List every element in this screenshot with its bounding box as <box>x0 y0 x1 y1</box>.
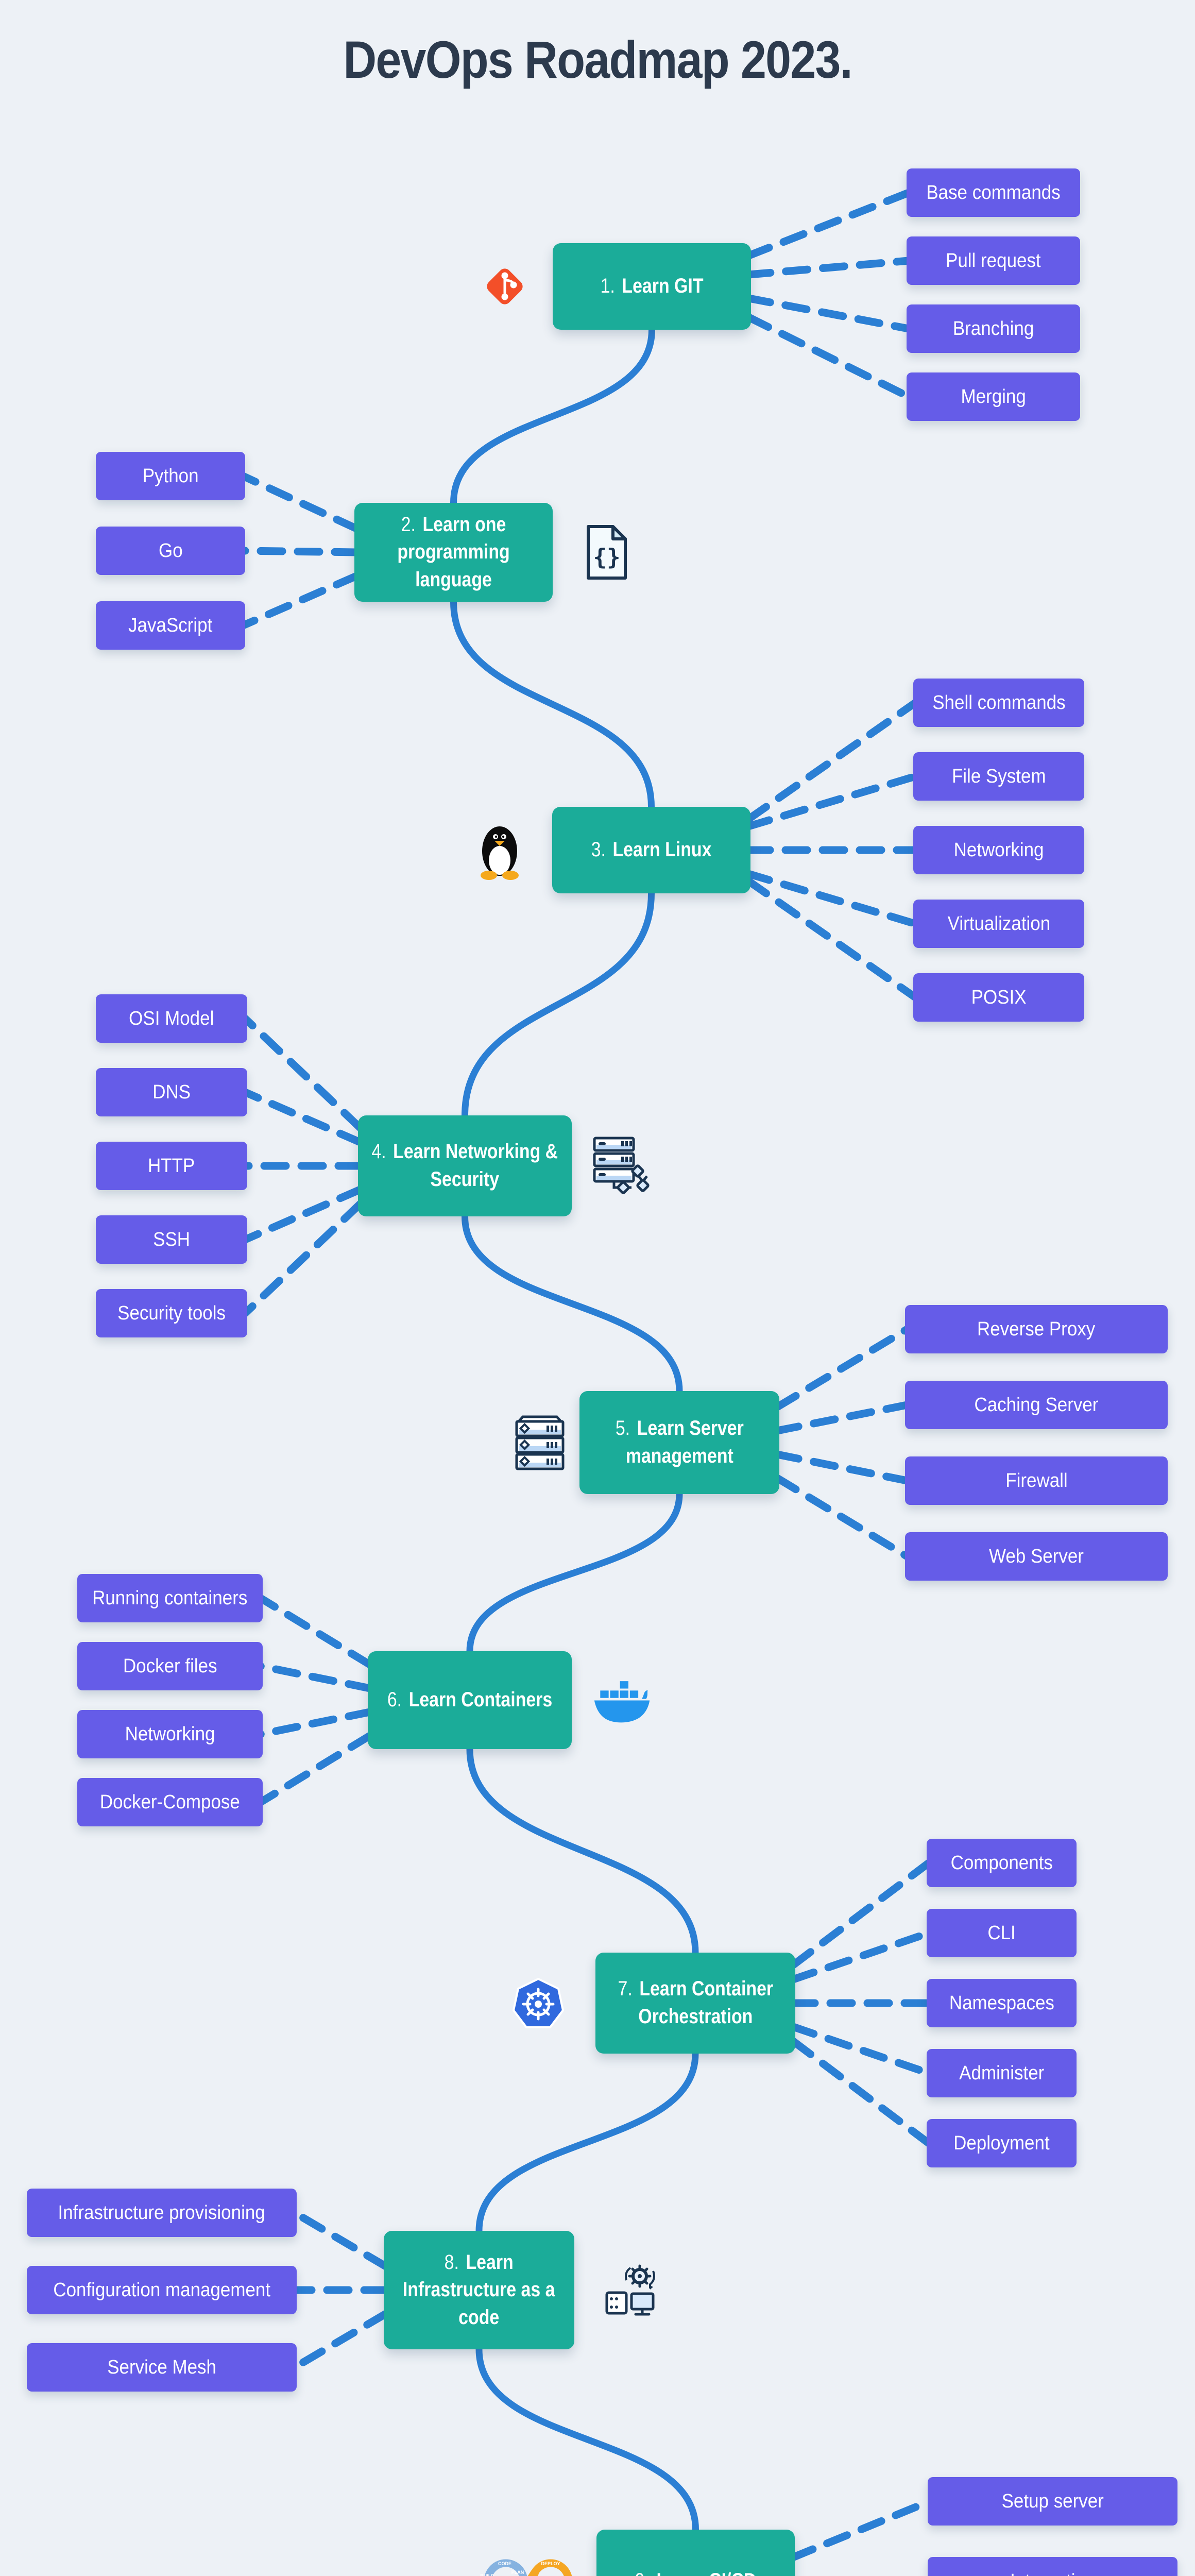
section-7-satellite-1: Components <box>927 1839 1077 1887</box>
network-security-icon <box>592 1136 652 1195</box>
section-3-satellite-2: File System <box>913 752 1084 801</box>
section-8-satellite-2: Configuration management <box>27 2266 297 2314</box>
git-icon <box>479 256 531 317</box>
section-5-satellite-3: Firewall <box>905 1456 1168 1505</box>
section-7-node: 7.Learn Container Orchestration <box>595 1953 795 2054</box>
section-8-satellite-1: Infrastructure provisioning <box>27 2189 297 2237</box>
section-5-satellite-2: Caching Server <box>905 1381 1168 1429</box>
section-2-satellite-3: JavaScript <box>96 601 245 650</box>
section-3-satellite-1: Shell commands <box>913 679 1084 727</box>
svg-text:{}: {} <box>593 544 621 570</box>
section-6-satellite-3: Networking <box>77 1710 263 1758</box>
section-4-satellite-4: SSH <box>96 1215 247 1264</box>
section-1-node: 1. Learn GIT <box>553 243 751 330</box>
section-7-satellite-5: Deployment <box>927 2119 1077 2167</box>
section-4-satellite-1: OSI Model <box>96 994 247 1043</box>
section-6-node: 6.Learn Containers <box>368 1651 572 1749</box>
cicd-loop-icon: BUILDCODEPLANTESTRELEASEDEPLOYOPERATEMON… <box>480 2557 578 2576</box>
section-7-satellite-4: Administer <box>927 2049 1077 2097</box>
section-6-satellite-1: Running containers <box>77 1574 263 1622</box>
section-4-satellite-2: DNS <box>96 1068 247 1116</box>
section-6-satellite-2: Docker files <box>77 1642 263 1690</box>
code-file-icon: {} <box>581 523 633 581</box>
section-3-satellite-3: Networking <box>913 826 1084 874</box>
section-4-satellite-5: Security tools <box>96 1289 247 1337</box>
section-5-satellite-1: Reverse Proxy <box>905 1305 1168 1353</box>
kubernetes-icon <box>513 1977 564 2029</box>
section-7-satellite-2: CLI <box>927 1909 1077 1957</box>
section-1-label: Learn GIT <box>622 275 704 298</box>
automation-icon <box>603 2263 657 2317</box>
section-7-satellite-3: Namespaces <box>927 1979 1077 2027</box>
section-9-satellite-2: Integration <box>928 2557 1177 2576</box>
svg-text:PLAN: PLAN <box>511 2570 524 2575</box>
section-4-node: 4.Learn Networking & Security <box>358 1115 572 1216</box>
section-2-satellite-2: Go <box>96 527 245 575</box>
section-5-satellite-4: Web Server <box>905 1532 1168 1581</box>
section-3-satellite-5: POSIX <box>913 973 1084 1022</box>
section-1-satellite-1: Base commands <box>907 168 1080 217</box>
section-8-node: 8.Learn Infrastructure as a code <box>384 2231 574 2349</box>
section-3-satellite-4: Virtualization <box>913 900 1084 948</box>
svg-text:BUILD: BUILD <box>480 2573 494 2576</box>
section-4-satellite-3: HTTP <box>96 1142 247 1190</box>
svg-text:CODE: CODE <box>498 2561 511 2566</box>
server-rack-icon <box>513 1414 567 1471</box>
section-2-node: 2.Learn one programming language <box>354 503 553 602</box>
section-9-satellite-1: Setup server <box>928 2477 1177 2526</box>
page-title: DevOps Roadmap 2023. <box>343 30 852 89</box>
section-5-node: 5.Learn Server management <box>579 1391 779 1494</box>
section-6-satellite-4: Docker-Compose <box>77 1778 263 1826</box>
section-1-satellite-2: Pull request <box>907 236 1080 285</box>
section-2-satellite-1: Python <box>96 452 245 500</box>
section-1-satellite-3: Branching <box>907 304 1080 353</box>
section-1-satellite-4: Merging <box>907 372 1080 421</box>
section-9-node: 9.Learn CI/CD <box>596 2530 795 2576</box>
section-1-number: 1. <box>600 275 615 298</box>
section-8-satellite-3: Service Mesh <box>27 2343 297 2392</box>
docker-icon <box>592 1677 652 1724</box>
svg-text:DEPLOY: DEPLOY <box>541 2561 560 2566</box>
section-3-node: 3.Learn Linux <box>552 807 750 893</box>
linux-tux-icon <box>475 819 524 881</box>
